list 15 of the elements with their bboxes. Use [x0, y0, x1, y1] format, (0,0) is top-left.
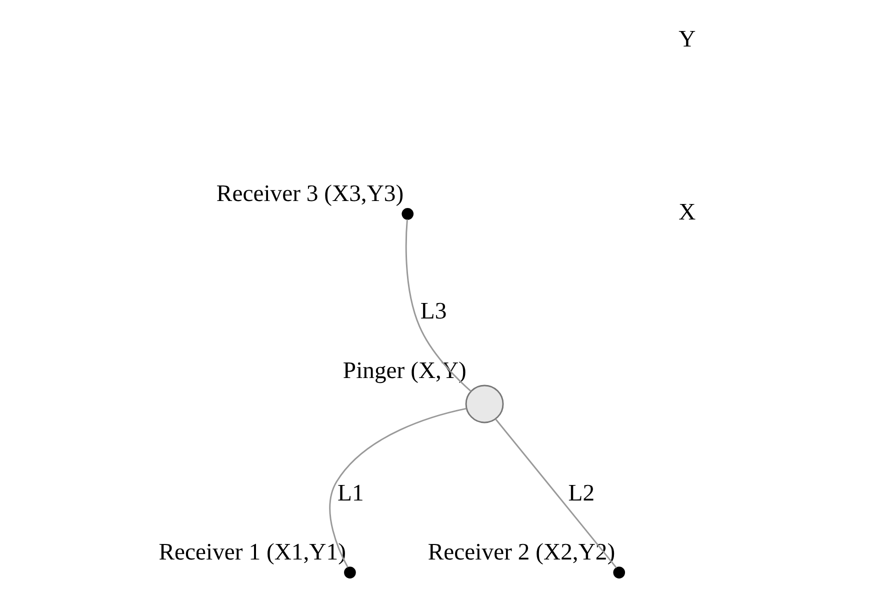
edge-label: L2	[568, 480, 595, 507]
connector	[329, 408, 466, 568]
edge-label: L1	[338, 480, 364, 507]
node-label: Receiver 1 (X1,Y1)	[158, 540, 346, 566]
node-circle	[613, 566, 626, 578]
node-label: Receiver 3 (X3,Y3)	[216, 181, 404, 208]
node-circle	[465, 384, 504, 424]
node-circle	[344, 566, 356, 578]
label: X	[678, 200, 696, 226]
node-label: Receiver 2 (X2,Y2)	[428, 540, 616, 566]
node-circle	[402, 208, 414, 220]
connector	[405, 219, 472, 392]
edge-label: L3	[420, 298, 447, 325]
label: Y	[678, 26, 696, 53]
connector	[494, 418, 618, 568]
